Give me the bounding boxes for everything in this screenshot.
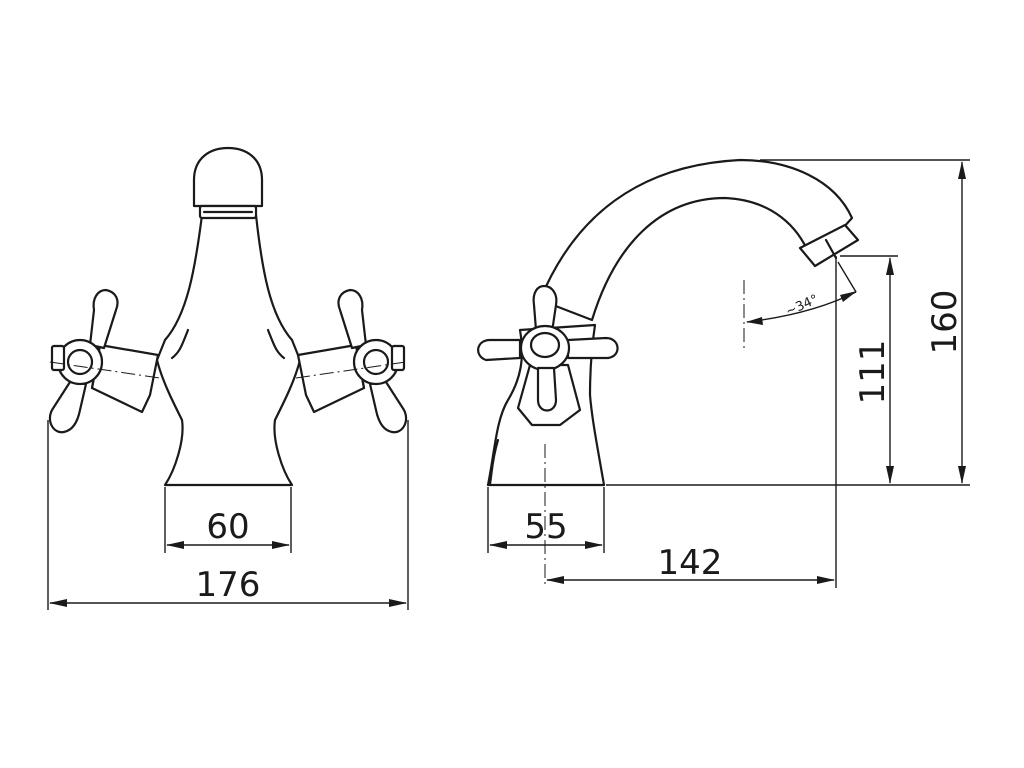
- dim-label-111: 111: [853, 340, 893, 405]
- front-body-contour-left: [170, 328, 190, 360]
- front-right-handle-stub: [390, 344, 406, 372]
- dim-label-60: 60: [206, 507, 249, 547]
- front-body: [155, 213, 302, 487]
- front-right-handle-upper: [337, 288, 368, 350]
- dim-front-overall-width: 176: [47, 420, 409, 610]
- front-body-contour-right: [266, 328, 286, 360]
- front-view: 60 176: [47, 146, 409, 610]
- dim-front-base-width: 60: [164, 487, 292, 553]
- front-left-handle-lower: [48, 380, 88, 434]
- side-handle-left-arm: [477, 338, 522, 362]
- side-view: ~34° 55 142 111: [477, 158, 970, 588]
- dim-side-overall-height: 160: [925, 161, 966, 484]
- side-aerator-line: [824, 238, 838, 260]
- side-handle-cap: [529, 331, 561, 359]
- dim-label-176: 176: [196, 565, 261, 605]
- side-handle-bottom-arm: [536, 366, 558, 412]
- dim-side-spout-height: 111: [853, 257, 894, 484]
- dim-side-base-depth: 55: [487, 487, 605, 553]
- dim-spout-angle: ~34°: [743, 261, 857, 350]
- front-left-handle-upper: [88, 288, 119, 350]
- front-spout-head: [192, 146, 264, 208]
- side-body-contour: [488, 438, 500, 486]
- dim-side-spout-reach: 142: [546, 256, 837, 588]
- front-left-handle-cap: [66, 348, 94, 376]
- dim-label-angle: ~34°: [784, 292, 821, 320]
- front-left-handle-stub: [50, 344, 66, 372]
- dim-label-142: 142: [658, 543, 723, 583]
- dim-label-55: 55: [524, 507, 567, 547]
- side-handle-right-arm: [566, 336, 619, 360]
- side-handle-top-arm: [532, 284, 558, 334]
- front-right-handle-cap: [362, 348, 390, 376]
- front-right-handle-axis: [295, 361, 407, 379]
- dim-label-160: 160: [925, 290, 965, 355]
- front-right-handle-lower: [368, 380, 408, 434]
- side-spout: [538, 158, 854, 322]
- front-left-handle-axis: [49, 361, 161, 379]
